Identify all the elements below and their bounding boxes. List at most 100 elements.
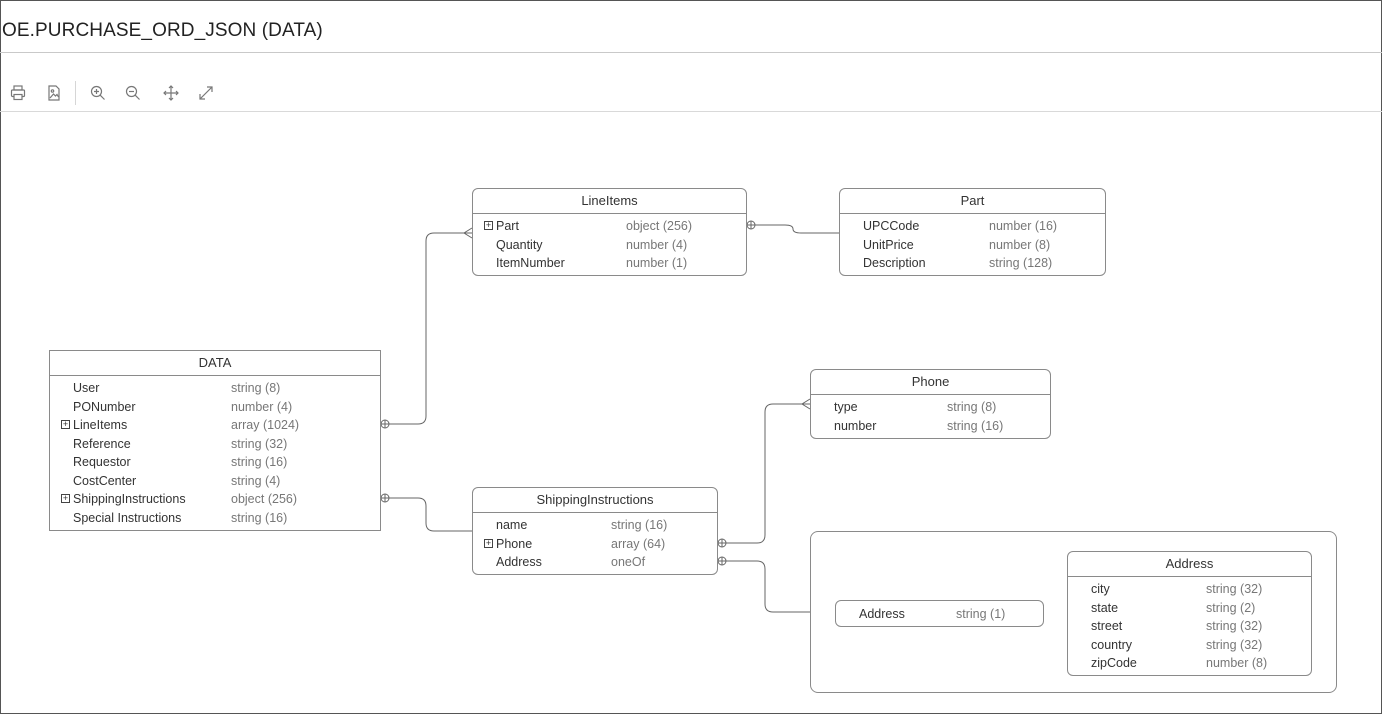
export-image-button[interactable] [43, 82, 65, 104]
expand-icon [199, 86, 213, 100]
field-name: ShippingInstructions [73, 492, 186, 506]
toolbar-separator [75, 81, 76, 105]
field-row: type string (8) [811, 398, 1050, 417]
entity-title: Part [840, 189, 1105, 214]
field-type: string (2) [1206, 600, 1256, 615]
entity-part[interactable]: Part UPCCode number (16) UnitPrice number … [839, 188, 1106, 276]
field-name: Part [496, 219, 519, 233]
entity-title: LineItems [473, 189, 746, 214]
field-type: string (16) [611, 518, 668, 532]
field-name: UPCCode [863, 219, 920, 233]
field-name: Special Instructions [73, 510, 182, 525]
field-row: Reference string (32) [50, 435, 380, 454]
field-row: User string (8) [50, 379, 380, 398]
entity-shipping-instructions[interactable]: ShippingInstructions name string (16) +Ph… [472, 487, 718, 575]
field-type: string (16) [947, 418, 1004, 433]
field-type: string (16) [231, 510, 288, 525]
expand-toggle[interactable]: + [484, 537, 493, 548]
field-row: +Phone array (64) [473, 535, 717, 554]
field-type: oneOf [611, 555, 646, 569]
field-row: PONumber number (4) [50, 398, 380, 417]
field-name: Phone [496, 536, 533, 551]
field-row: number string (16) [811, 417, 1050, 436]
field-row: UPCCode number (16) [840, 217, 1105, 236]
entity-phone[interactable]: Phone type string (8) number string (16) [810, 369, 1051, 439]
field-row: name string (16) [473, 516, 717, 535]
field-name: number [834, 418, 877, 433]
field-name: state [1091, 600, 1119, 615]
field-name: name [496, 518, 528, 532]
field-row: UnitPrice number (8) [840, 236, 1105, 255]
field-type: string (1) [956, 607, 1006, 621]
field-type: string (128) [989, 256, 1053, 270]
field-name: ItemNumber [496, 256, 565, 270]
field-type: array (64) [611, 536, 666, 551]
field-type: object (256) [626, 219, 693, 233]
field-type: number (4) [231, 399, 293, 414]
entity-title: Address [1068, 552, 1311, 577]
field-row: Description string (128) [840, 254, 1105, 273]
field-name: Requestor [73, 455, 131, 469]
field-name: Quantity [496, 237, 543, 252]
field-row: state string (2) [1068, 599, 1311, 618]
title-bar: OE.PURCHASE_ORD_JSON (DATA) [0, 0, 1382, 53]
field-type: string (8) [231, 381, 281, 395]
expand-toggle[interactable]: + [61, 419, 70, 429]
field-type: string (32) [1206, 637, 1263, 652]
expand-toggle[interactable]: + [61, 493, 70, 503]
field-name: zipCode [1091, 656, 1137, 670]
field-name: Address [496, 555, 542, 569]
pan-icon [163, 85, 179, 101]
field-name: Reference [73, 436, 131, 451]
field-type: number (1) [626, 256, 688, 270]
oneof-option-address[interactable]: Address string (1) [835, 600, 1044, 627]
page-title: OE.PURCHASE_ORD_JSON (DATA) [2, 20, 323, 41]
zoom-out-button[interactable] [122, 82, 144, 104]
field-row: ItemNumber number (1) [473, 254, 746, 273]
print-button[interactable] [7, 82, 29, 104]
field-name: UnitPrice [863, 237, 914, 252]
export-image-icon [48, 85, 60, 101]
field-type: object (256) [231, 492, 298, 506]
field-name: country [1091, 637, 1132, 652]
oneof-group[interactable] [810, 531, 1337, 693]
field-row: city string (32) [1068, 580, 1311, 599]
field-row: country string (32) [1068, 636, 1311, 655]
field-type: number (16) [989, 219, 1058, 233]
zoom-in-button[interactable] [87, 82, 109, 104]
field-type: string (8) [947, 400, 997, 414]
entity-title: ShippingInstructions [473, 488, 717, 513]
field-name: type [834, 400, 858, 414]
field-name: LineItems [73, 418, 128, 432]
diagram-toolbar [0, 53, 1382, 112]
field-name: street [1091, 619, 1123, 633]
entity-title: Phone [811, 370, 1050, 395]
field-name: city [1091, 582, 1110, 596]
field-row: street string (32) [1068, 617, 1311, 636]
field-type: number (8) [1206, 656, 1268, 670]
field-name: PONumber [73, 399, 136, 414]
expand-toggle[interactable]: + [484, 220, 493, 230]
field-type: number (8) [989, 237, 1051, 252]
zoom-out-icon [125, 85, 140, 100]
field-name: Address [859, 607, 905, 621]
field-type: string (32) [1206, 582, 1263, 596]
field-row: zipCode number (8) [1068, 654, 1311, 673]
field-row: +ShippingInstructions object (256) [50, 490, 380, 509]
field-row: Address oneOf [473, 553, 717, 572]
field-type: string (4) [231, 473, 281, 488]
field-name: User [73, 381, 100, 395]
entity-data[interactable]: DATA User string (8) PONumber number (4) +… [49, 350, 381, 531]
field-type: string (32) [1206, 619, 1263, 633]
field-name: Description [863, 256, 926, 270]
field-type: string (32) [231, 436, 288, 451]
expand-button[interactable] [195, 82, 217, 104]
pan-button[interactable] [160, 82, 182, 104]
entity-title: DATA [50, 351, 380, 376]
field-type: string (16) [231, 455, 288, 469]
